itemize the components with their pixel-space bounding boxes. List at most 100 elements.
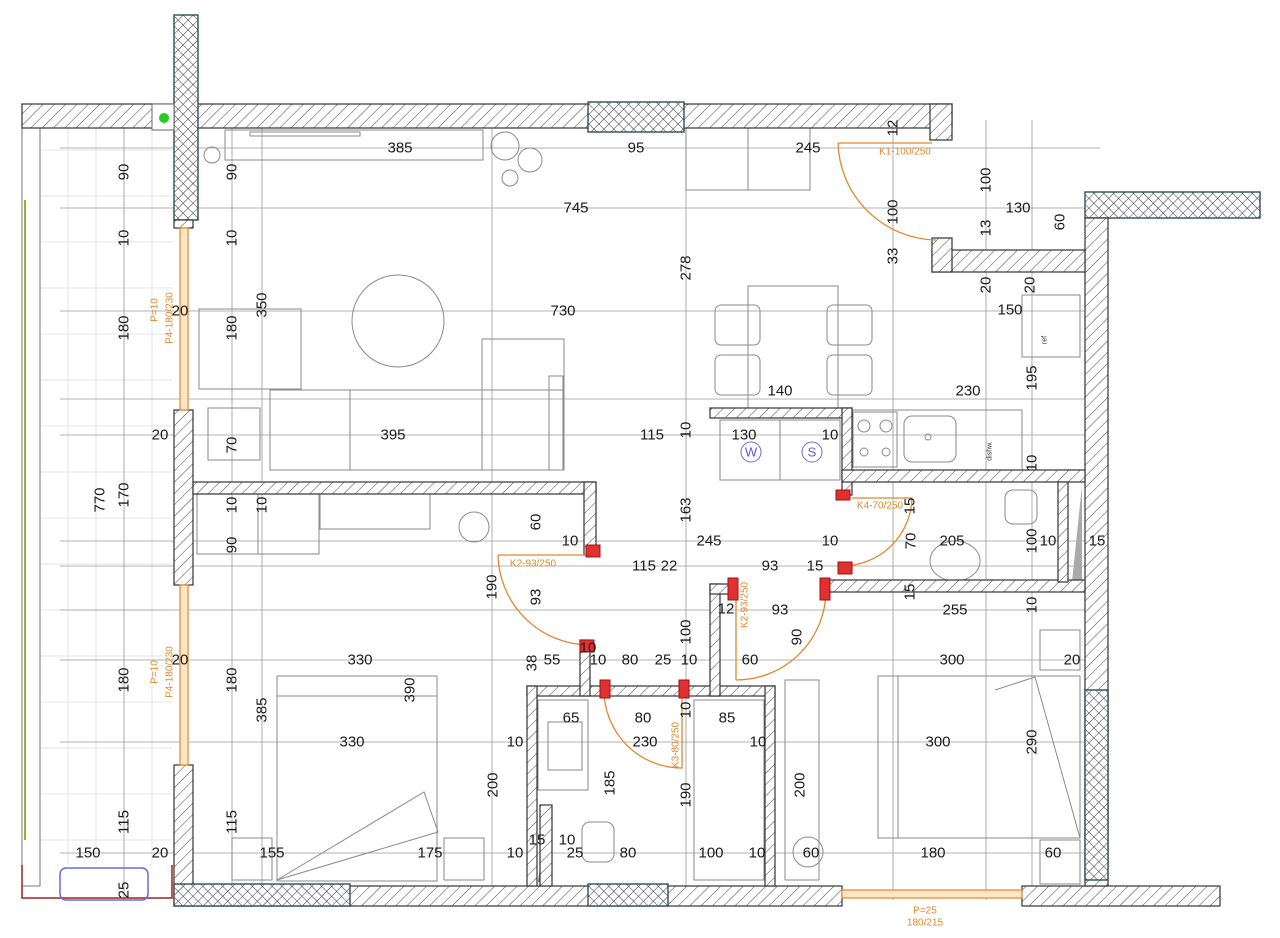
- dimension-label: 730: [550, 303, 575, 320]
- dimension-label: 100: [1024, 528, 1041, 553]
- dimension-label: 390: [402, 677, 419, 702]
- dimension-label: 245: [795, 140, 820, 157]
- dimension-label: 230: [632, 734, 657, 751]
- dimension-label: 20: [152, 845, 169, 862]
- dimension-label: 150: [75, 845, 100, 862]
- dimension-label: 100: [978, 167, 995, 192]
- dimension-label: 170: [116, 482, 133, 507]
- dimension-label: 190: [678, 782, 695, 807]
- dimension-label: 60: [803, 845, 820, 862]
- dimension-label: 290: [1024, 729, 1041, 754]
- opening-label: 180/215: [907, 918, 944, 929]
- plant: [490, 131, 520, 161]
- dimension-label: 65: [563, 710, 580, 727]
- dimension-label: 10: [1024, 597, 1041, 614]
- dimension-label: 25: [567, 845, 584, 862]
- bathtub-sink: [537, 699, 589, 791]
- dryer: [779, 419, 841, 481]
- window-left-bottom: [179, 584, 189, 766]
- dimension-label: 80: [622, 652, 639, 669]
- dimension-label: 330: [339, 734, 364, 751]
- dimension-label: 10: [749, 845, 766, 862]
- coffee-table: [351, 274, 445, 368]
- dimension-label: 185: [602, 770, 619, 795]
- dimension-label: 180: [920, 845, 945, 862]
- dimension-label: 350: [254, 292, 271, 317]
- tv-console: [224, 129, 484, 161]
- dimension-label: 205: [939, 533, 964, 550]
- cooktop: [852, 411, 898, 468]
- dimension-label: 25: [116, 882, 133, 899]
- dimension-label: 55: [544, 652, 561, 669]
- dimension-label: 90: [116, 164, 133, 181]
- chair: [714, 304, 761, 346]
- dimension-label: 93: [762, 558, 779, 575]
- dimension-lines: [60, 120, 1100, 900]
- dimension-label: 10: [224, 497, 241, 514]
- dimension-label: 10: [678, 422, 695, 439]
- dimension-label: 10: [822, 427, 839, 444]
- dimension-label: 100: [678, 619, 695, 644]
- shaft: [1072, 485, 1082, 582]
- dimension-label: 12: [885, 120, 902, 137]
- dimension-label: 385: [387, 140, 412, 157]
- structural-column: [173, 14, 199, 221]
- lamp: [458, 511, 490, 543]
- dimension-label: 12: [718, 601, 735, 618]
- dimension-label: 155: [259, 845, 284, 862]
- dimension-label: 93: [528, 589, 545, 606]
- dimension-label: 70: [903, 533, 920, 550]
- opening-label: K2-93/250: [510, 559, 557, 570]
- dimension-label: 175: [417, 845, 442, 862]
- dryer-label: S: [808, 445, 817, 460]
- opening-label: P=10: [150, 298, 161, 322]
- sofa: [269, 389, 565, 471]
- dimension-label: 180: [116, 667, 133, 692]
- dimension-label: 15: [807, 558, 824, 575]
- dimension-label: 115: [224, 810, 241, 834]
- opening-label: K4-70/250: [857, 501, 904, 512]
- dimension-label: 10: [590, 652, 607, 669]
- dimension-label: 90: [224, 164, 241, 181]
- dimension-label: 95: [628, 140, 645, 157]
- dimension-label: 38: [524, 655, 541, 672]
- opening-label: K3-80/250: [671, 721, 682, 768]
- dimension-label: 10: [678, 702, 695, 719]
- dimension-label: 20: [172, 303, 189, 320]
- dimension-label: 180: [116, 315, 133, 340]
- entrance-door-swing: [837, 142, 937, 241]
- armchair: [198, 308, 302, 390]
- doors: [497, 142, 937, 769]
- dimension-label: 10: [507, 845, 524, 862]
- dimension-label: 15: [902, 584, 919, 601]
- dimension-label: 10: [254, 497, 271, 514]
- dimension-label: 385: [254, 697, 271, 722]
- dishwasher-label: dishw.: [987, 441, 994, 461]
- dimension-label: 25: [655, 652, 672, 669]
- dimension-label: 115: [632, 558, 656, 575]
- dimension-label: 10: [580, 640, 597, 657]
- dimension-label: 15: [1089, 533, 1106, 550]
- opening-label: P=25: [913, 906, 937, 917]
- toilet: [581, 821, 615, 863]
- dimension-label: 180: [224, 315, 241, 340]
- dimension-label: 20: [1022, 277, 1039, 294]
- dimension-label: 100: [698, 845, 723, 862]
- dimension-label: 130: [731, 427, 756, 444]
- kitchen-counter: [851, 409, 1023, 471]
- door-swing: [497, 554, 592, 646]
- dimension-label: 115: [116, 810, 133, 834]
- dimension-label: 245: [696, 533, 721, 550]
- dimension-label: 10: [1040, 533, 1057, 550]
- dimension-label: 255: [942, 602, 967, 619]
- window-left-top: [179, 227, 189, 411]
- balcony-bottom-edge: [21, 865, 173, 899]
- bathroom-toilet-right: [1004, 489, 1038, 525]
- dimension-label: 20: [172, 652, 189, 669]
- dimension-label: 80: [635, 710, 652, 727]
- opening-label: K2-93/250: [740, 581, 751, 628]
- bed-right: [877, 675, 1081, 839]
- dimension-label: 300: [925, 734, 950, 751]
- dimension-label: 300: [939, 652, 964, 669]
